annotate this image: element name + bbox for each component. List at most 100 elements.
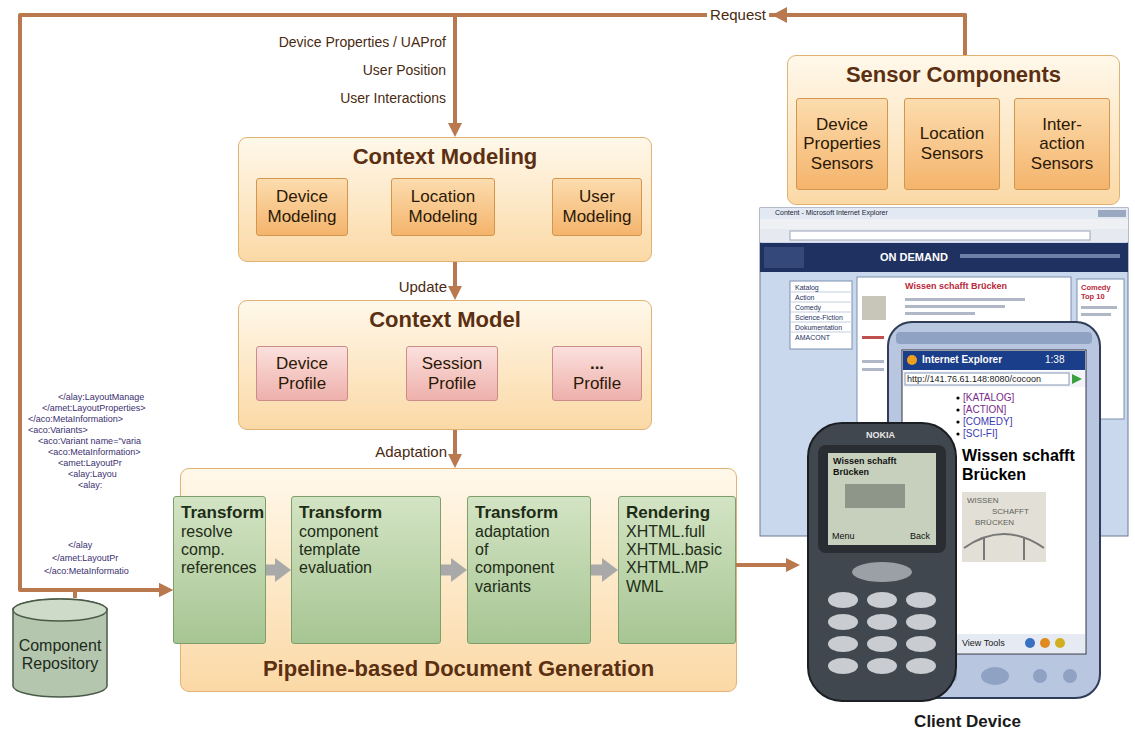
- mobile-phone: [828, 658, 858, 674]
- pocket-pc: [956, 420, 959, 423]
- pocket-pc: [956, 396, 959, 399]
- pocket-pc: [1033, 669, 1047, 683]
- desktop-screenshot: [790, 281, 852, 349]
- screen-text: [KATALOG]: [963, 392, 1014, 404]
- pocket-pc: [1072, 374, 1082, 384]
- edge-label: Request: [707, 6, 769, 24]
- pocket-pc: [956, 432, 959, 435]
- input-label: Device Properties / UAProf: [279, 34, 446, 51]
- xml-code-line: </aco:MetaInformation>: [28, 414, 123, 425]
- node-text: Inter- action Sensors: [1021, 115, 1103, 174]
- node-text: Device Modeling: [263, 187, 341, 226]
- pocket-pc: [903, 351, 1085, 370]
- screen-text: Content - Microsoft Internet Explorer: [775, 209, 888, 217]
- mobile-phone: [867, 614, 897, 630]
- group-panel: Sensor ComponentsDevice Properties Senso…: [787, 55, 1120, 205]
- flow-connector: [455, 15, 965, 123]
- pipeline-step: RenderingXHTML.full XHTML.basic XHTML.MP…: [618, 496, 736, 644]
- screen-text: WISSEN: [967, 496, 999, 506]
- mobile-phone: [808, 423, 956, 701]
- pocket-pc: [964, 534, 1044, 548]
- desktop-screenshot: [790, 312, 852, 313]
- desktop-screenshot: [790, 322, 852, 323]
- pocket-pc: [905, 373, 1069, 385]
- desktop-screenshot: [862, 336, 884, 339]
- input-label: User Interactions: [340, 90, 446, 107]
- edge-label: Update: [399, 278, 447, 296]
- node-text: Location Modeling: [398, 187, 488, 226]
- node-text: User Modeling: [559, 187, 635, 226]
- xml-code-line: <amet:LayoutPr: [58, 458, 122, 469]
- screen-text: AMACONT: [795, 334, 830, 342]
- node-text: Context Model: [369, 307, 521, 333]
- node-text: XHTML.full XHTML.basic XHTML.MP WML: [626, 523, 726, 597]
- connector-group: [20, 15, 965, 598]
- screen-text: Comedy Top 10: [1081, 283, 1123, 301]
- mobile-phone: [828, 592, 858, 608]
- node-text: adaptation of component variants: [475, 523, 563, 597]
- pipeline-arrow: [591, 565, 602, 576]
- group-panel: Pipeline-based Document Generation Transf…: [180, 468, 737, 692]
- pocket-pc: [1040, 638, 1050, 648]
- desktop-screenshot: [760, 208, 1128, 219]
- desktop-screenshot: [1098, 210, 1126, 217]
- xml-code-line: <alay:: [78, 480, 102, 491]
- desktop-screenshot: [790, 231, 1090, 240]
- node-text: Location Sensors: [911, 124, 993, 163]
- screen-text: Comedy: [795, 304, 821, 312]
- pocket-pc: [956, 408, 959, 411]
- screen-text: Science-Fiction: [795, 314, 843, 322]
- xml-code-line: <aco:MetaInformation>: [48, 447, 141, 458]
- mobile-phone: [828, 636, 858, 652]
- node-text: Device Properties Sensors: [803, 115, 881, 174]
- screen-text: 1:38: [1045, 354, 1064, 366]
- flow-connector: [20, 15, 965, 590]
- pocket-pc: [1023, 538, 1025, 560]
- pipeline-step: Transformcomponent template evaluation: [291, 496, 441, 644]
- node-text: Session Profile: [413, 354, 491, 393]
- profile-box: Device Profile: [256, 346, 348, 401]
- desktop-screenshot: [1081, 313, 1111, 316]
- module-box: Inter- action Sensors: [1014, 98, 1110, 190]
- heading-text: ...: [590, 354, 604, 374]
- group-panel: Context ModelDevice Profile Session Profi…: [238, 300, 652, 430]
- desktop-screenshot: [905, 305, 1005, 308]
- screen-text: Wissen schafft Brücken: [962, 446, 1084, 484]
- mobile-phone: [852, 562, 912, 582]
- screen-text: SCHAFFT: [992, 507, 1029, 517]
- repository-cylinder: Component Repository: [12, 598, 108, 698]
- profile-box: Session Profile: [406, 346, 498, 401]
- xml-code-line: </amet:LayoutPr: [52, 553, 118, 564]
- edge-label: Adaptation: [375, 443, 447, 461]
- screen-text: Action: [795, 294, 814, 302]
- desktop-screenshot: [790, 332, 852, 333]
- desktop-screenshot: [764, 247, 804, 268]
- node-text: Profile: [573, 374, 621, 394]
- mobile-phone: [906, 636, 936, 652]
- desktop-screenshot: [862, 368, 884, 371]
- node-text: Client Device: [914, 712, 1021, 732]
- node-text: Pipeline-based Document Generation: [263, 656, 654, 682]
- heading-text: Transform: [475, 503, 558, 523]
- pocket-pc: [896, 332, 1092, 344]
- screen-text: [COMEDY]: [963, 416, 1012, 428]
- screen-text: Internet Explorer: [922, 354, 1002, 366]
- node-text: Sensor Components: [846, 62, 1061, 88]
- node-text: Device Profile: [263, 354, 341, 393]
- screen-text: BRÜCKEN: [975, 518, 1014, 528]
- cylinder-top: [13, 599, 107, 621]
- desktop-screenshot: [862, 360, 884, 363]
- module-box: User Modeling: [552, 178, 642, 236]
- desktop-screenshot: [862, 296, 886, 320]
- desktop-screenshot: [760, 229, 1128, 242]
- pocket-pc: [1055, 638, 1065, 648]
- xml-code-line: </aco:MetaInformatio: [44, 566, 129, 577]
- xml-code-line: <alay:Layou: [68, 469, 117, 480]
- xml-code-line: </alay:LayoutManage: [58, 392, 144, 403]
- flow-connector: [75, 590, 159, 598]
- xml-code-line: <aco:Variant name="varia: [38, 436, 141, 447]
- group-panel: Context ModelingDevice ModelingLocation …: [238, 137, 652, 262]
- mobile-phone: [808, 423, 956, 701]
